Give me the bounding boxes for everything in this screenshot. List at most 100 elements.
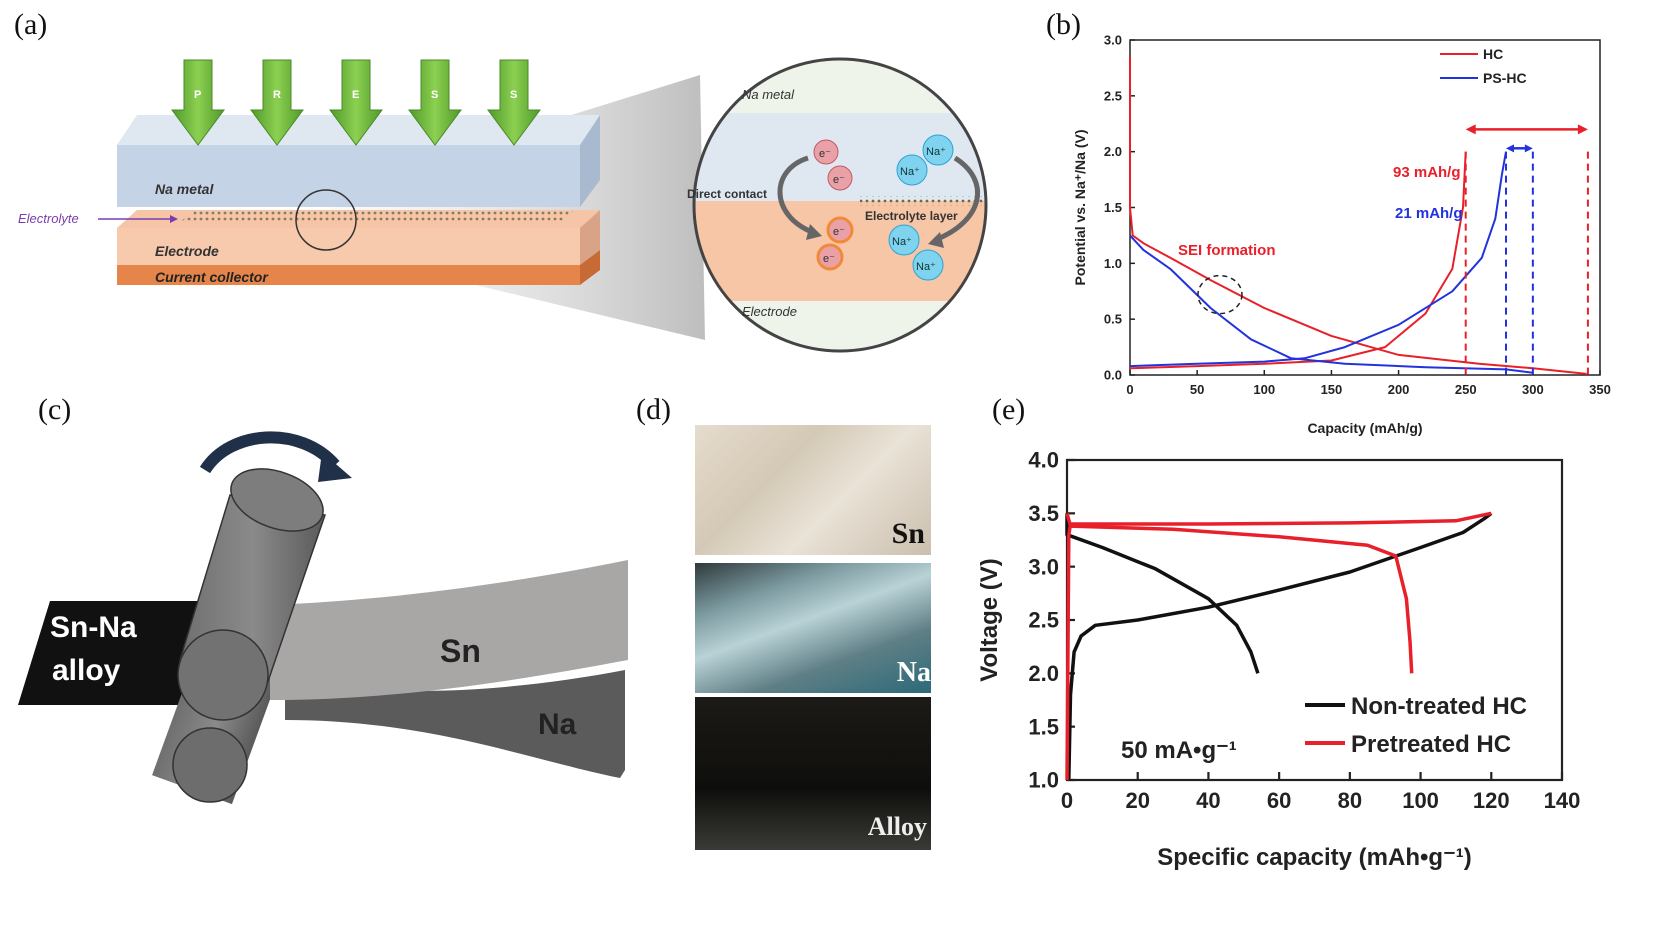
current-collector-label: Current collector (155, 269, 269, 285)
panel-label-e: (e) (992, 393, 1026, 426)
x-tick-label: 40 (1196, 788, 1220, 813)
zoom-electrode-label: Electrode (742, 304, 797, 319)
zoom-direct-contact-label: Direct contact (687, 187, 767, 201)
chart-b: 0 50 100 150 200 250 300 350 0.0 0.5 1.0 1.5 2.0 2.5 3… (1072, 33, 1611, 436)
sn-strip (270, 560, 628, 700)
electron-curve-arrow (777, 155, 813, 235)
y-tick-label: 3.0 (1028, 554, 1059, 579)
svg-text:e⁻: e⁻ (833, 174, 845, 186)
y-tick-label: 1.0 (1104, 256, 1122, 271)
panel-label-c: (c) (38, 393, 72, 426)
y-axis-label: Voltage (V) (980, 558, 1003, 682)
y-tick-label: 0.0 (1104, 368, 1122, 383)
panel-label-d: (d) (636, 393, 671, 426)
y-tick-label: 3.5 (1028, 501, 1059, 526)
svg-text:e⁻: e⁻ (819, 148, 831, 160)
press-arrow-icon: S (487, 59, 541, 146)
na-strip (285, 670, 625, 778)
series-non-treated-hc-discharge (1065, 513, 1260, 674)
series-non-treated-hc-charge (1067, 511, 1493, 781)
y-tick-label: 4.0 (1028, 448, 1059, 473)
svg-text:Na⁺: Na⁺ (900, 166, 920, 178)
y-tick-label: 2.0 (1104, 144, 1122, 159)
x-tick-label: 80 (1338, 788, 1362, 813)
plot-frame (1129, 39, 1601, 376)
x-tick-label: 100 (1253, 382, 1275, 397)
press-arrow-letter: E (352, 89, 359, 101)
svg-text:Na⁺: Na⁺ (916, 261, 936, 273)
na-label: Na (538, 708, 577, 741)
y-tick-label: 1.5 (1104, 200, 1122, 215)
x-tick-label: 0 (1126, 382, 1133, 397)
electron-particles: e⁻ e⁻ e⁻ e⁻ (813, 139, 854, 271)
photo-na-foil: Na (695, 563, 931, 693)
svg-text:Na⁺: Na⁺ (892, 236, 912, 248)
rotation-arrow-icon (199, 431, 340, 474)
series-hc-discharge (1129, 56, 1587, 375)
panel-a-schematic: Electrolyte Na metal Electrode Current c… (18, 57, 988, 353)
x-tick-label: 200 (1388, 382, 1410, 397)
y-axis-label: Potential vs. Na⁺/Na (V) (1072, 130, 1088, 286)
press-arrow-icon: E (329, 59, 383, 146)
x-tick-label: 300 (1522, 382, 1544, 397)
electrode-layer (117, 228, 580, 265)
press-arrow-letter: P (194, 89, 201, 101)
panel-label-b: (b) (1046, 8, 1081, 41)
zoom-electrolyte-layer-label: Electrolyte layer (865, 209, 958, 223)
annotation-rate: 50 mA•g⁻¹ (1121, 737, 1237, 764)
zoom-na-metal-label: Na metal (742, 87, 795, 102)
x-tick-label: 250 (1455, 382, 1477, 397)
y-tick-label: 1.0 (1028, 768, 1059, 793)
photo-na-label: Na (896, 657, 931, 688)
annotation-sei: SEI formation (1178, 242, 1276, 259)
press-arrow-letter: S (510, 89, 517, 101)
series-hc-charge (1129, 151, 1467, 370)
annotation-93: 93 mAh/g (1393, 164, 1461, 181)
arrowhead-icon (1524, 144, 1533, 153)
electrolyte-layer (180, 210, 575, 222)
press-arrow-icon: S (408, 59, 462, 146)
x-tick-label: 150 (1321, 382, 1343, 397)
photo-alloy-foil: Alloy (695, 697, 931, 850)
panel-label-a: (a) (14, 8, 48, 41)
photo-alloy-label: Alloy (867, 812, 927, 841)
y-tick-label: 2.5 (1104, 88, 1122, 103)
press-arrow-icon: R (250, 59, 304, 146)
y-tick-label: 0.5 (1104, 312, 1122, 327)
na-metal-label: Na metal (155, 181, 214, 197)
series-pretreated-hc-charge (1065, 511, 1492, 781)
legend-label: PS-HC (1483, 70, 1527, 86)
alloy-label-line1: Sn-Na (50, 611, 137, 644)
photo-sn-label: Sn (891, 517, 925, 550)
press-arrow-icon: P (171, 59, 225, 146)
ion-curve-arrow (934, 155, 981, 243)
press-arrow-letter: S (431, 89, 438, 101)
sei-highlight-circle (1197, 274, 1243, 315)
na-metal-layer (117, 145, 580, 207)
electrode-label: Electrode (155, 243, 219, 259)
zoom-cone (330, 75, 705, 340)
arrowhead-icon (1506, 144, 1514, 153)
x-tick-label: 350 (1589, 382, 1611, 397)
arrowhead-icon (1577, 124, 1588, 135)
electrolyte-label: Electrolyte (18, 211, 79, 226)
svg-text:e⁻: e⁻ (833, 226, 845, 238)
series-ps-hc-charge (1129, 151, 1507, 368)
current-collector-layer (117, 265, 580, 285)
x-tick-label: 100 (1402, 788, 1439, 813)
x-tick-label: 0 (1061, 788, 1073, 813)
photo-sn-foil: Sn (695, 425, 931, 555)
arrowhead-icon (1465, 124, 1476, 135)
legend-label: Non-treated HC (1351, 693, 1527, 720)
x-tick-label: 120 (1473, 788, 1510, 813)
y-tick-label: 3.0 (1104, 33, 1122, 48)
alloy-label-line2: alloy (52, 654, 121, 687)
zoom-source-circle (295, 189, 357, 251)
sn-label: Sn (440, 633, 481, 669)
y-tick-label: 2.0 (1028, 661, 1059, 686)
x-tick-label: 50 (1190, 382, 1204, 397)
svg-text:Na⁺: Na⁺ (926, 146, 946, 158)
press-arrow-letter: R (273, 89, 281, 101)
sodium-ion-particles: Na⁺ Na⁺ Na⁺ Na⁺ (888, 134, 954, 281)
